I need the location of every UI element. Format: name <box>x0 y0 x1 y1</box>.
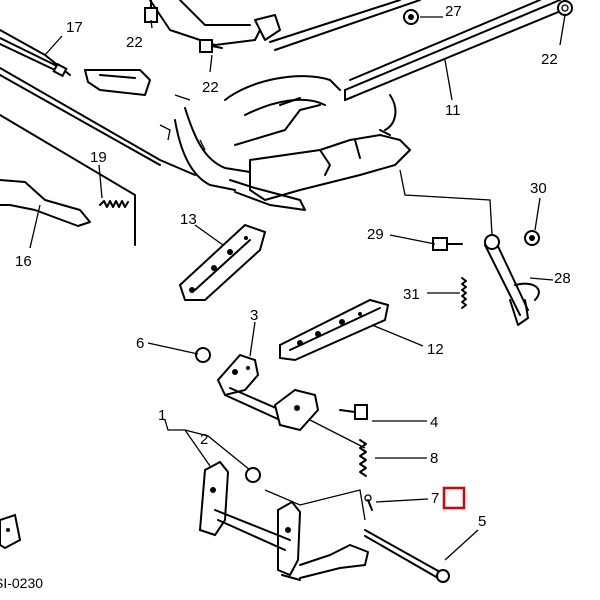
main-frame <box>0 0 569 246</box>
callout-22c: 22 <box>541 51 558 68</box>
callout-12: 12 <box>427 341 444 358</box>
callout-11: 11 <box>445 102 461 119</box>
shaft-5 <box>364 529 450 583</box>
callout-28: 28 <box>554 270 571 287</box>
callout-16: 16 <box>15 253 32 270</box>
selection-highlight[interactable] <box>442 486 466 510</box>
callouts: 17 22 22 27 22 11 19 16 13 29 30 28 31 1… <box>15 3 571 561</box>
nut-27 <box>403 9 419 25</box>
spring-19 <box>99 200 129 208</box>
bolt-4 <box>339 404 368 420</box>
bolt-22-mid <box>199 39 223 53</box>
callout-6: 6 <box>136 335 144 352</box>
callout-29: 29 <box>367 226 384 243</box>
bolt-29 <box>432 237 463 251</box>
bolt-22-right <box>557 0 573 16</box>
fragment-lower-left <box>0 513 22 550</box>
cotter-pin-7 <box>364 494 373 511</box>
callout-17: 17 <box>66 19 83 36</box>
side-stand-28 <box>484 234 540 326</box>
callout-8: 8 <box>430 450 438 467</box>
bracket-3 <box>216 353 301 426</box>
callout-3: 3 <box>250 307 258 324</box>
spring-31 <box>461 277 467 309</box>
collar-6 <box>195 347 211 363</box>
callout-4: 4 <box>430 414 438 431</box>
callout-27: 27 <box>445 3 462 20</box>
callout-30: 30 <box>530 180 547 197</box>
cable-17 <box>0 37 68 78</box>
callout-2: 2 <box>200 431 208 448</box>
callout-22a: 22 <box>126 34 143 51</box>
collar-2 <box>245 467 261 483</box>
callout-31: 31 <box>403 286 420 303</box>
callout-5: 5 <box>478 513 486 530</box>
callout-22b: 22 <box>202 79 219 96</box>
nut-30 <box>524 230 540 246</box>
bracket-13 <box>178 223 267 301</box>
callout-7: 7 <box>431 490 439 507</box>
drawing-code: SI-0230 <box>0 575 43 591</box>
assembly-guides <box>264 169 493 521</box>
callout-1: 1 <box>158 407 166 424</box>
main-stand-1 <box>198 460 369 581</box>
bolt-22-top <box>144 0 158 23</box>
callout-19: 19 <box>90 149 107 166</box>
spring-8 <box>359 439 367 477</box>
bracket-12 <box>279 298 390 362</box>
callout-13: 13 <box>180 211 197 228</box>
pivot-bracket-4side <box>273 388 320 432</box>
